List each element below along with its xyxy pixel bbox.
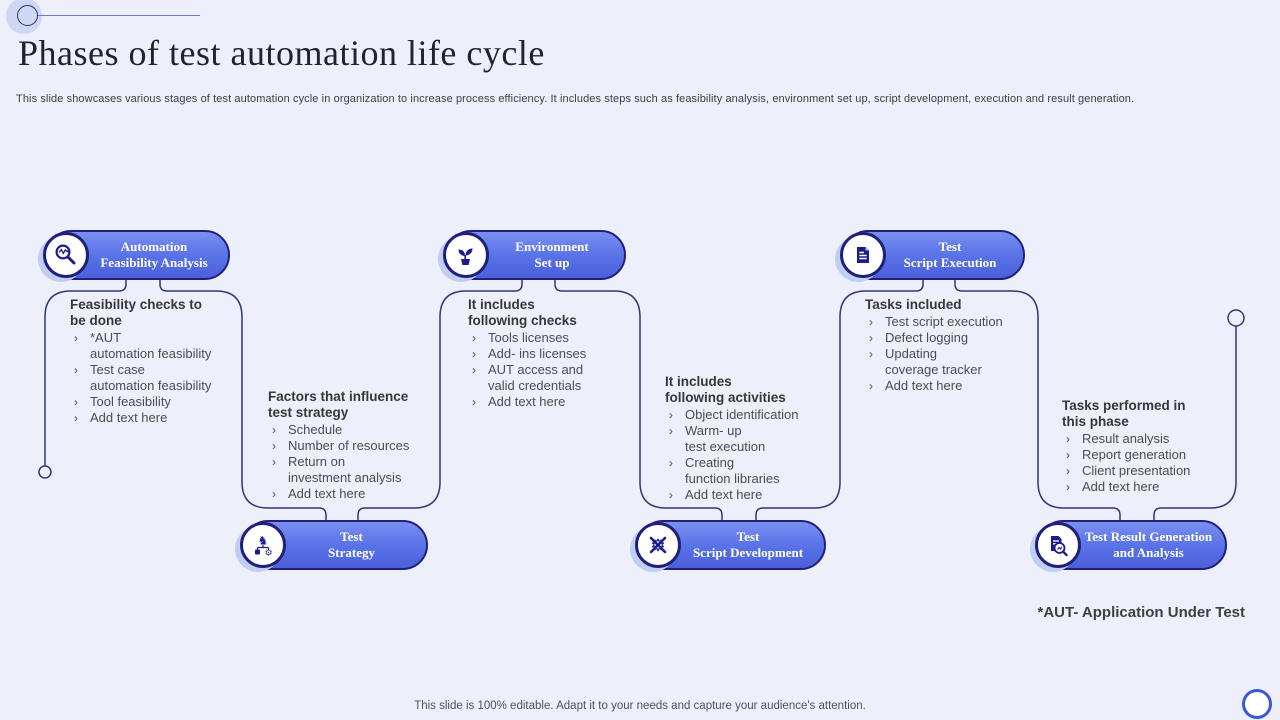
callout-heading: Tasks included [865, 297, 962, 312]
bullet-list: ›Tools licenses ›Add- ins licenses ›AUT … [468, 330, 638, 410]
phase-callout-test-result-generation-and-analysis: Tasks performed in this phase ›Result an… [1062, 398, 1247, 495]
bullet-item: ›Test script execution [869, 314, 1003, 329]
strategy-chess-icon: ♞ ⚙ [240, 522, 286, 568]
bullet-item: ›Add text here [272, 486, 366, 501]
gear-tools-icon: ⚙ [635, 522, 681, 568]
phase-callout-test-script-execution: Tasks included ›Test script execution ›D… [865, 297, 1040, 394]
phase-callout-automation-feasibility-analysis: Feasibility checks to be done ›*AUT auto… [70, 297, 245, 426]
page-title: Phases of test automation life cycle [18, 33, 545, 73]
bullet-item: ›Add text here [869, 378, 963, 393]
phase-pill-test-result-generation-and-analysis: Test Result Generation and Analysis [1035, 520, 1227, 570]
seedling-icon [443, 232, 489, 278]
bullet-item: ›*AUT automation feasibility [74, 330, 212, 361]
phase-pill-test-script-development: ⚙ Test Script Development [635, 520, 826, 570]
phase-pill-automation-feasibility-analysis: Automation Feasibility Analysis [43, 230, 230, 280]
phase-pill-label: Test Result Generation and Analysis [1084, 529, 1213, 560]
bullet-item: ›Add text here [1066, 479, 1160, 494]
bullet-item: ›Updating coverage tracker [869, 346, 982, 377]
phase-callout-test-strategy: Factors that influence test strategy ›Sc… [268, 389, 448, 502]
bullet-item: ›Add text here [74, 410, 168, 425]
callout-heading: Tasks performed in this phase [1062, 398, 1186, 429]
bullet-item: ›Creating function libraries [669, 455, 780, 486]
bullet-item: ›Number of resources [272, 438, 410, 453]
bullet-item: ›Report generation [1066, 447, 1187, 462]
callout-heading: Factors that influence test strategy [268, 389, 409, 420]
phase-pill-label: Automation Feasibility Analysis [100, 239, 208, 270]
bullet-item: ›Add text here [472, 394, 566, 409]
bullet-list: ›Schedule ›Number of resources ›Return o… [268, 422, 448, 502]
bullet-item: ›Test case automation feasibility [74, 362, 212, 393]
phase-pill-label: Environment Set up [515, 239, 589, 270]
phase-pill-label: Test Script Development [692, 529, 804, 560]
aut-footnote: *AUT- Application Under Test [1037, 604, 1245, 621]
bullet-item: ›Warm- up test execution [669, 423, 766, 454]
bullet-item: ›Object identification [669, 407, 799, 422]
bullet-item: ›Return on investment analysis [272, 454, 402, 485]
bullet-item: ›AUT access and valid credentials [472, 362, 584, 393]
bullet-item: ›Tools licenses [472, 330, 569, 345]
phase-callout-test-script-development: It includes following activities ›Object… [665, 374, 835, 503]
bullet-item: ›Defect logging [869, 330, 969, 345]
bullet-item: ›Add- ins licenses [472, 346, 587, 361]
report-magnifier-icon [1035, 522, 1081, 568]
callout-heading: It includes following activities [665, 374, 786, 405]
editable-note: This slide is 100% editable. Adapt it to… [414, 700, 866, 712]
bullet-item: ›Tool feasibility [74, 394, 171, 409]
line-end-terminator [1227, 309, 1245, 327]
callout-heading: Feasibility checks to be done [70, 297, 203, 328]
phase-pill-label: Test Script Execution [903, 239, 997, 270]
svg-text:⚙: ⚙ [650, 536, 665, 556]
bullet-item: ›Add text here [669, 487, 763, 502]
magnifier-pulse-icon [43, 232, 89, 278]
slide-subtitle: This slide showcases various stages of t… [16, 93, 1135, 105]
bullet-item: ›Result analysis [1066, 431, 1170, 446]
bullet-list: ›*AUT automation feasibility ›Test case … [70, 330, 245, 426]
phase-pill-test-script-execution: Test Script Execution [840, 230, 1025, 280]
decor-ring-circle [17, 5, 38, 26]
decor-horizontal-line [38, 15, 200, 16]
bullet-list: ›Object identification ›Warm- up test ex… [665, 407, 835, 503]
bullet-item: ›Schedule [272, 422, 343, 437]
document-icon [840, 232, 886, 278]
decor-corner-circle [1242, 689, 1272, 719]
phase-pill-environment-set-up: Environment Set up [443, 230, 626, 280]
phase-pill-test-strategy: ♞ ⚙ Test Strategy [240, 520, 428, 570]
svg-text:♞: ♞ [258, 534, 269, 548]
callout-heading: It includes following checks [468, 297, 577, 328]
phase-callout-environment-set-up: It includes following checks ›Tools lice… [468, 297, 638, 410]
bullet-item: ›Client presentation [1066, 463, 1191, 478]
svg-text:⚙: ⚙ [264, 549, 272, 559]
phase-pill-label: Test Strategy [328, 529, 375, 560]
bullet-list: ›Result analysis ›Report generation ›Cli… [1062, 431, 1247, 495]
line-start-terminator [38, 465, 52, 479]
bullet-list: ›Test script execution ›Defect logging ›… [865, 314, 1040, 394]
